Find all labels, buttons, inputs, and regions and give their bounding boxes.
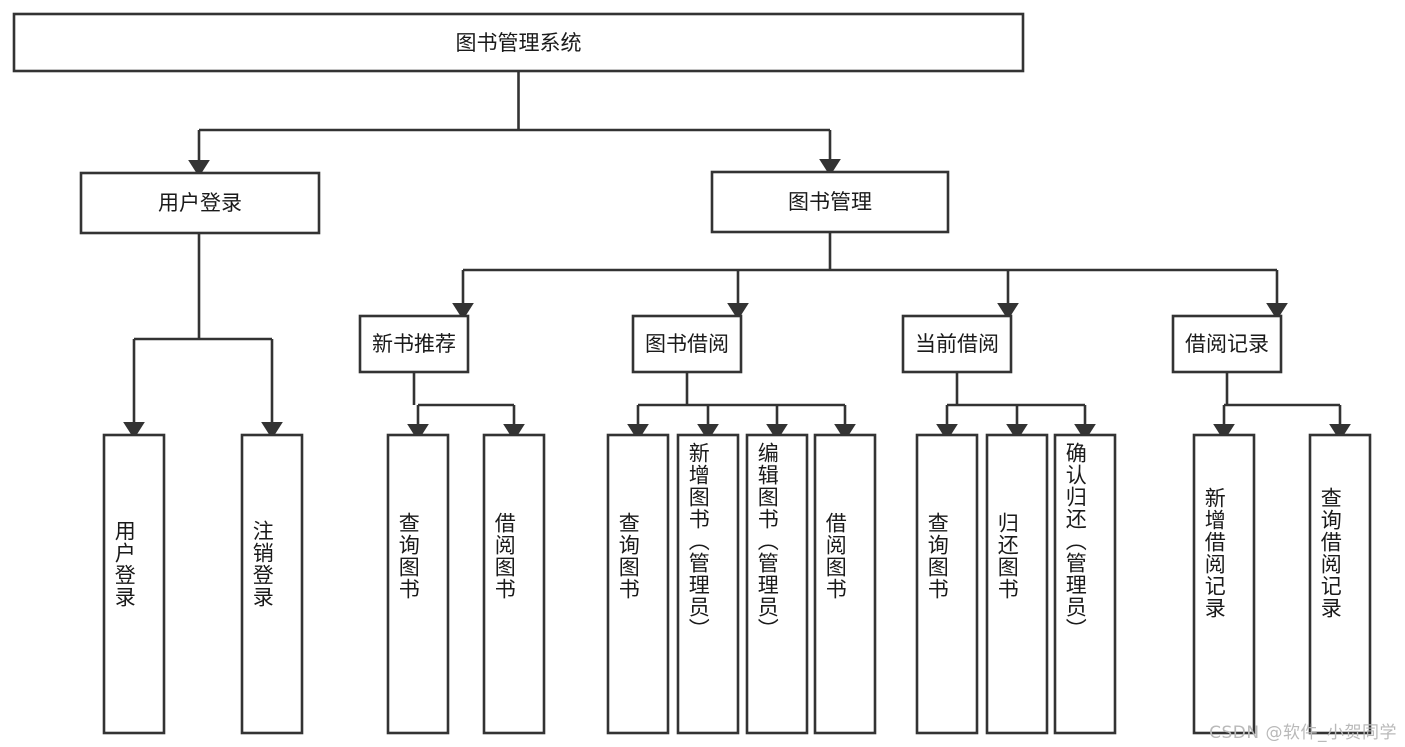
node-user-login-box[interactable] (79, 171, 321, 235)
node-borrow-record-box[interactable] (1171, 314, 1283, 374)
node-borrow-record-label: 借阅记录 (1185, 332, 1269, 356)
node-new-book-recommend-label: 新书推荐 (372, 332, 456, 356)
leaf-confirm-return-box[interactable] (1053, 433, 1117, 735)
leaf-add-book-box[interactable] (676, 433, 740, 735)
node-current-borrow-label: 当前借阅 (915, 332, 999, 356)
node-book-management-box[interactable] (710, 170, 950, 234)
node-new-book-recommend-box[interactable] (358, 314, 470, 374)
leaf-user-login-box[interactable] (102, 433, 166, 735)
node-new-book-recommend[interactable]: 新书推荐 (358, 314, 470, 374)
leaf-edit-book-box[interactable] (745, 433, 809, 735)
csdn-watermark: CSDN @软件_小贺同学 (1209, 723, 1397, 743)
leaf-borrow-book-recommend-box[interactable] (482, 433, 546, 735)
leaf-logout-box[interactable] (240, 433, 304, 735)
node-root[interactable]: 图书管理系统 (12, 12, 1025, 73)
node-book-borrow-label: 图书借阅 (645, 332, 729, 356)
node-root-label: 图书管理系统 (456, 31, 582, 55)
node-book-borrow-box[interactable] (631, 314, 743, 374)
node-user-login[interactable]: 用户登录 (79, 171, 321, 235)
node-root-box[interactable] (12, 12, 1025, 73)
node-book-borrow[interactable]: 图书借阅 (631, 314, 743, 374)
connector-layer (123, 71, 1351, 442)
leaf-query-book-borrow-box[interactable] (606, 433, 670, 735)
leaf-add-borrow-record-box[interactable] (1192, 433, 1256, 735)
leaf-layer (102, 433, 1372, 735)
leaf-query-book-recommend-box[interactable] (386, 433, 450, 735)
node-borrow-record[interactable]: 借阅记录 (1171, 314, 1283, 374)
leaf-borrow-book-box[interactable] (813, 433, 877, 735)
node-book-management-label: 图书管理 (788, 190, 872, 214)
node-current-borrow-box[interactable] (901, 314, 1013, 374)
leaf-query-borrow-record-box[interactable] (1308, 433, 1372, 735)
leaf-return-book-box[interactable] (985, 433, 1049, 735)
node-book-management[interactable]: 图书管理 (710, 170, 950, 234)
node-user-login-label: 用户登录 (158, 191, 242, 215)
leaf-query-book-current-box[interactable] (915, 433, 979, 735)
node-current-borrow[interactable]: 当前借阅 (901, 314, 1013, 374)
